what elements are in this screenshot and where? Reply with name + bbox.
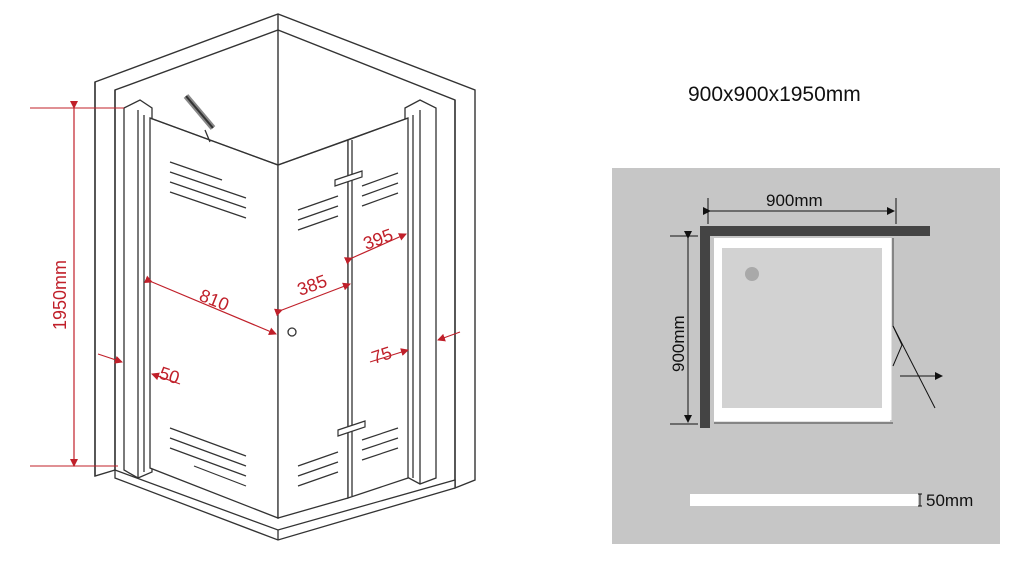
right-wall-profile [404, 99, 437, 485]
height-dimension: 1950mm [30, 101, 124, 467]
left-wall-profile [123, 99, 153, 479]
right-glass-panels [277, 117, 409, 519]
left-glass-panel [149, 117, 279, 519]
plan-wall-left [700, 226, 710, 428]
stabilizer-bar [149, 94, 409, 166]
frosted-stripes-right [297, 172, 399, 487]
frosted-stripes-left [169, 161, 247, 487]
plan-top-dimension: 900mm [703, 191, 897, 224]
plan-view: 900mm 900mm 50mm [612, 168, 1000, 544]
tray-height-label: 50mm [926, 491, 973, 510]
product-dimensions-title: 900x900x1950mm [688, 83, 861, 106]
door-knob [287, 327, 297, 337]
plan-side-dimension: 900mm [669, 231, 698, 425]
door-swing [892, 325, 943, 409]
height-label: 1950mm [50, 260, 70, 330]
plan-side-label: 900mm [669, 315, 688, 372]
plan-top-label: 900mm [766, 191, 823, 210]
tray-profile: 50mm [690, 491, 973, 510]
wall-structure [94, 13, 476, 490]
shower-tray [114, 469, 456, 541]
perspective-view: 1950mm 810 385 395 75 50 [30, 13, 476, 541]
plan-drain [745, 267, 759, 281]
plan-wall-top [700, 226, 930, 236]
hinges [334, 170, 366, 437]
